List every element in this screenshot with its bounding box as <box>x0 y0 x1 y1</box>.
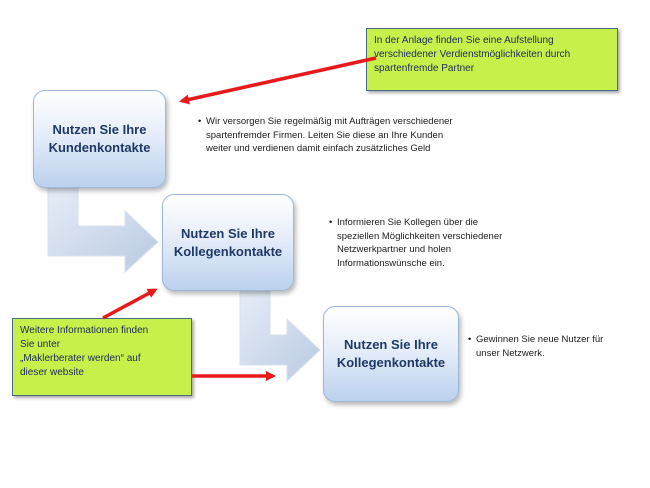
bullet-1-line: spartenfremder Firmen. Leiten Sie diese … <box>206 129 444 141</box>
step-3-line2: Kollegenkontakte <box>336 355 446 370</box>
step-3-line1: Nutzen Sie Ihre <box>344 337 438 352</box>
note-top-line: verschiedener Verdienstmöglichkeiten dur… <box>374 49 571 60</box>
note-bottom-line: Sie unter <box>20 339 61 350</box>
bullet-2-line: Netzwerkpartner und holen <box>337 244 452 255</box>
note-verdienstmoeglichkeiten: In der Anlage finden Sie eine Aufstellun… <box>366 28 618 91</box>
bullet-1-line: weiter und verdienen damit einfach zusät… <box>206 143 431 154</box>
step-1-line2: Kundenkontakte <box>48 140 151 155</box>
flow-arrow-1 <box>47 187 159 274</box>
bullet-2-line: Informieren Sie Kollegen über die <box>337 217 479 228</box>
pointer-arrow-to-kundenkontakte <box>179 56 377 105</box>
bullet-1-line: Wir versorgen Sie regelmäßig mit Aufträg… <box>206 116 453 127</box>
note-bottom-line: dieser website <box>20 367 84 378</box>
bullet-text-1: • Wir versorgen Sie regelmäßig mit Auftr… <box>198 115 536 156</box>
note-bottom-line: „Maklerberater werden“ auf <box>20 353 141 364</box>
step-2-line1: Nutzen Sie Ihre <box>181 225 275 241</box>
flow-arrow-2 <box>239 290 321 383</box>
note-bottom-line: Weitere Informationen finden <box>20 325 149 336</box>
bullet-2-line: speziellen Möglichkeiten verschiedener <box>337 230 503 242</box>
bullet-2-line: Informationswünsche ein. <box>337 257 445 269</box>
step-box-kundenkontakte: Nutzen Sie Ihre Kundenkontakte <box>33 90 166 188</box>
note-weitere-informationen: Weitere Informationen finden Sie unter „… <box>12 318 192 396</box>
step-1-line1: Nutzen Sie Ihre <box>52 122 147 137</box>
note-top-line: spartenfremde Partner <box>374 63 475 74</box>
step-2-line2: Kollegenkontakte <box>173 243 283 259</box>
bullet-text-3: • Gewinnen Sie neue Nutzer für unser Net… <box>468 333 646 360</box>
bullet-text-2: • Informieren Sie Kollegen über die spez… <box>329 216 567 270</box>
step-box-kollegenkontakte-1: Nutzen Sie Ihre Kollegenkontakte <box>162 194 294 291</box>
pointer-arrow-to-kollegenkontakte-1 <box>102 288 158 320</box>
bullet-3-line: unser Netzwerk. <box>476 347 545 359</box>
bullet-dot-icon: • <box>468 334 472 345</box>
bullet-dot-icon: • <box>198 116 202 127</box>
bullet-dot-icon: • <box>329 217 333 228</box>
bullet-3-line: Gewinnen Sie neue Nutzer für <box>476 334 604 345</box>
note-top-line: In der Anlage finden Sie eine Aufstellun… <box>374 35 554 46</box>
step-box-kollegenkontakte-2: Nutzen Sie Ihre Kollegenkontakte <box>323 306 459 402</box>
